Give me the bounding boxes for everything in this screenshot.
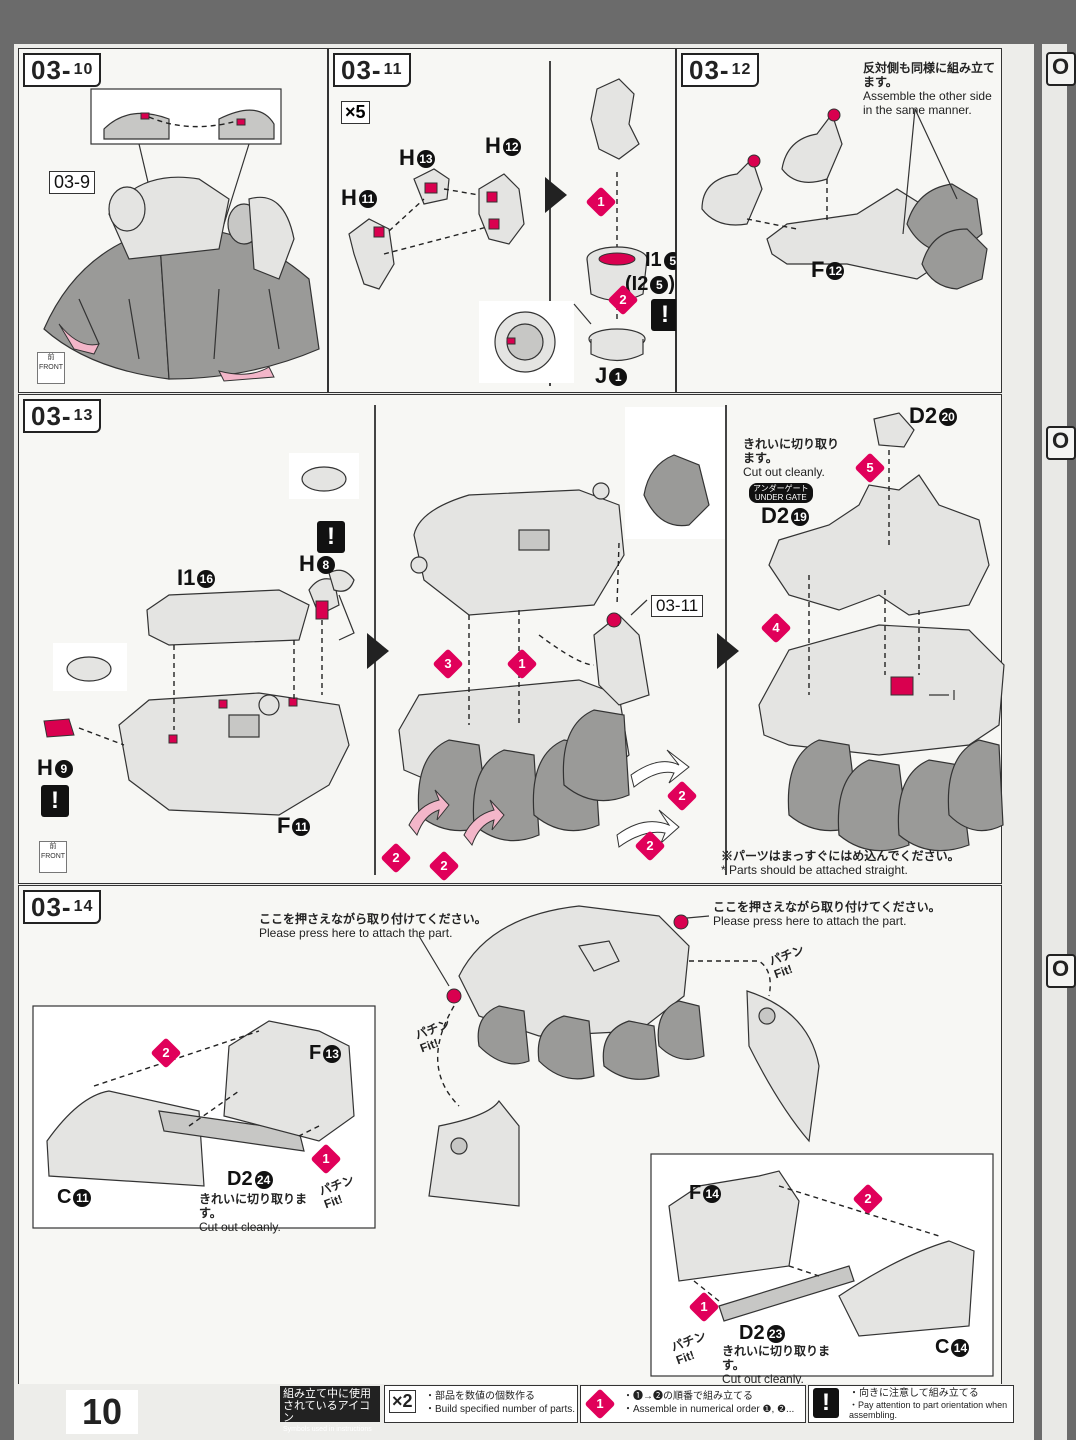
cut-note: きれいに切り取ります。Cut out cleanly. [722,1344,831,1386]
cut-note: きれいに切り取ります。Cut out cleanly. [743,437,840,479]
multiply-icon: ×2 [389,1390,416,1413]
press-note: ここを押さえながら取り付けてください。Please press here to … [259,912,487,940]
step-number-marker: 1 [310,1143,342,1175]
next-arrow [717,633,739,669]
legend-text: ・Build specified number of parts. [425,1404,576,1415]
step-number-marker: 2 [428,850,460,882]
page-number: 10 [66,1390,138,1434]
legend-multiply: ×2 ・部品を数値の個数作る ・Build specified number o… [384,1385,578,1423]
step-label: 03-13 [23,399,102,433]
cut-note: きれいに切り取ります。Cut out cleanly. [199,1192,308,1234]
reference-label: 03-11 [651,595,704,617]
step-03-11-illustration [348,78,648,383]
step-number-marker: 1 [506,648,538,680]
attach-straight-note: ※パーツはまっすぐにはめ込んでください。* Parts should be at… [721,849,960,877]
legend-orientation: ! ・向きに注意して組み立てる ・Pay attention to part o… [808,1385,1014,1423]
step-number-marker: 1 [688,1291,720,1323]
step-number-marker: 2 [852,1183,884,1215]
step-number-marker: 2 [607,284,639,316]
step-number-marker: 3 [432,648,464,680]
step-03-14-illustration [32,905,994,1377]
divider [549,61,551,386]
legend-text: ・向きに注意して組み立てる [849,1388,979,1399]
step-03-13-panel: 03-13 [18,394,1005,884]
step-label: 03-11 [333,53,411,87]
orientation-warning-icon: ! [813,1388,839,1418]
step-number-marker: 2 [666,780,698,812]
legend-text: ・Pay attention to part orientation when … [849,1400,1008,1420]
step-number-marker: 2 [380,842,412,874]
step-number-marker: 2 [150,1037,182,1069]
step-label: 03-12 [681,53,760,87]
step-order-icon: 1 [584,1388,616,1420]
next-page-tab: O [1046,954,1076,988]
next-page-tab: O [1046,426,1076,460]
step-03-12-illustration [701,108,988,290]
multiplier-badge: ×5 [341,101,370,124]
step-03-14-panel: 03-14 ここを押さえながら取り付けてください。Please press he… [18,885,1002,1386]
step-label: 03-10 [23,53,102,87]
legend-text: ・Assemble in numerical order ❶, ❷... [623,1404,795,1415]
next-arrow [367,633,389,669]
legend-text: ・部品を数値の個数作る [425,1391,535,1402]
step-03-13-illustration [43,407,1005,852]
step-number-marker: 1 [585,186,617,218]
step-label: 03-14 [23,890,102,924]
press-note: ここを押さえながら取り付けてください。Please press here to … [713,900,941,928]
step-number-marker: 2 [634,830,666,862]
step-03-10-illustration [43,88,320,382]
next-arrow [545,177,567,213]
orientation-warning-icon: ! [317,521,345,553]
next-page-tab: O [1046,52,1076,86]
legend-text: ・❶→❷の順番で組み立てる [623,1391,753,1402]
assembly-note: 反対側も同様に組み立てます。Assemble the other side in… [863,61,996,117]
reference-label: 03-9 [49,171,96,194]
step-number-marker: 4 [760,612,792,644]
step-number-marker: 5 [854,452,886,484]
next-page-edge [1042,44,1067,1440]
orientation-warning-icon: ! [651,299,679,331]
orientation-warning-icon: ! [41,785,69,817]
step-03-12-panel: 03-12 反対側も同様に組み立てます。Assemble the other s… [676,48,1002,393]
legend-order: 1 ・❶→❷の順番で組み立てる ・Assemble in numerical o… [580,1385,806,1423]
